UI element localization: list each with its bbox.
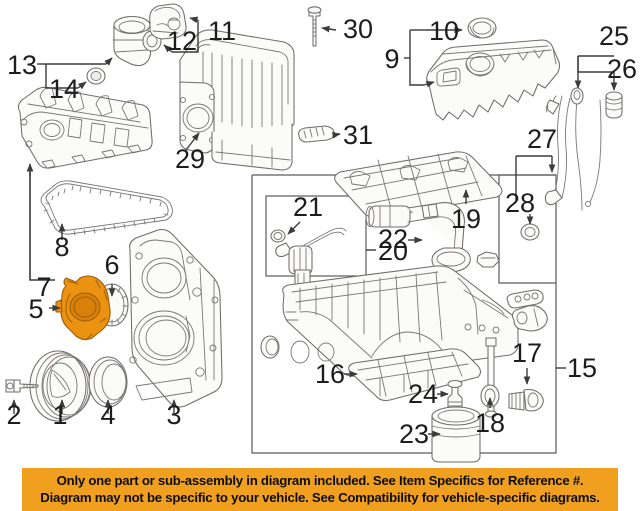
callout-label-7: 7 [36, 272, 51, 302]
callout-label-9: 9 [384, 44, 399, 74]
disclaimer-banner: Only one part or sub-assembly in diagram… [22, 468, 618, 511]
disclaimer-line-1: Only one part or sub-assembly in diagram… [56, 472, 584, 488]
part-oil-cooler-lines [270, 227, 347, 295]
callout-label-4: 4 [100, 400, 115, 430]
callout-labels: 1 2 3 4 5 6 7 8 9 10 11 12 13 14 15 16 1… [6, 14, 637, 449]
callout-label-27: 27 [527, 124, 557, 154]
callout-label-20: 20 [378, 236, 408, 266]
callout-label-6: 6 [104, 250, 119, 280]
callout-label-8: 8 [54, 232, 69, 262]
part-dipstick [570, 87, 623, 211]
part-intake-bolt [307, 6, 322, 47]
part-vacuum-pump-highlighted [55, 275, 111, 341]
part-valve-cover-left [17, 86, 173, 236]
part-pulley-bolt [5, 379, 39, 393]
part-oil-filter [431, 406, 481, 463]
disclaimer-line-2: Diagram may not be specific to your vehi… [40, 490, 600, 505]
callout-label-31: 31 [343, 120, 373, 150]
part-windage-tray [334, 151, 503, 219]
callout-label-11: 11 [208, 16, 236, 46]
callout-label-22: 22 [378, 224, 408, 254]
callout-label-24: 24 [408, 379, 438, 409]
callout-label-19: 19 [451, 204, 481, 234]
callout-label-5: 5 [28, 294, 43, 324]
callout-label-10: 10 [429, 16, 459, 46]
callout-label-16: 16 [315, 359, 345, 389]
callout-label-13: 13 [7, 50, 37, 80]
callout-label-25: 25 [599, 21, 629, 51]
part-filter-nipple [447, 379, 463, 413]
part-lower-oil-pan [348, 348, 482, 402]
callout-label-29: 29 [175, 144, 205, 174]
part-upper-oil-pan [260, 251, 548, 377]
leader-lines [10, 16, 618, 438]
part-air-duct [86, 15, 152, 85]
part-manifold-gasket [298, 125, 335, 143]
callout-label-28: 28 [505, 188, 535, 218]
callout-label-3: 3 [166, 400, 181, 430]
part-crank-pulley [29, 350, 92, 422]
callout-label-26: 26 [607, 54, 637, 84]
part-pan-bolt-washer [480, 337, 544, 418]
frame-group-20 [265, 195, 367, 277]
callout-label-30: 30 [343, 14, 373, 44]
callout-label-1: 1 [52, 400, 67, 430]
callout-label-12: 12 [167, 26, 197, 56]
callout-label-21: 21 [293, 192, 323, 222]
callout-label-14: 14 [49, 74, 79, 104]
part-valve-cover-right [426, 17, 561, 121]
callout-label-18: 18 [475, 408, 505, 438]
callout-label-23: 23 [399, 419, 429, 449]
callout-label-2: 2 [6, 400, 21, 430]
callout-label-15: 15 [567, 353, 597, 383]
part-dipstick-tube [520, 95, 602, 241]
frame-group-27 [498, 175, 556, 284]
part-throttle-body [149, 3, 187, 40]
part-intake-manifold [179, 29, 295, 171]
part-timing-cover [129, 228, 223, 408]
callout-label-17: 17 [512, 338, 542, 368]
